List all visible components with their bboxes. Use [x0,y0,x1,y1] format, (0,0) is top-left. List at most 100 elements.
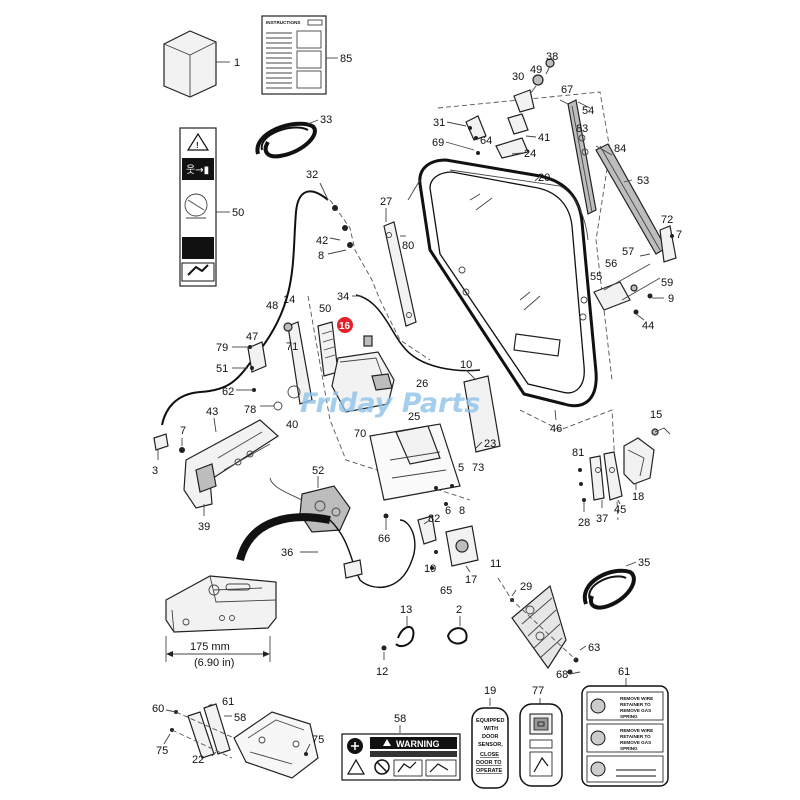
callout-23: 23 [484,438,496,450]
clip-13-illustration [381,616,415,660]
callout-29: 29 [520,581,532,593]
door-seal-46-leader [519,409,619,521]
callout-8-top: 8 [318,250,324,262]
callout-24: 24 [524,148,536,160]
callout-22: 22 [192,754,204,766]
callout-77: 77 [532,685,544,697]
callout-31: 31 [433,117,445,129]
callout-46: 46 [550,423,562,435]
callout-80: 80 [402,240,414,252]
decal-19-line5: CLOSE [480,752,499,758]
callout-57: 57 [622,246,634,258]
svg-text:!: ! [196,141,199,150]
callout-78: 78 [244,404,256,416]
decal-61-line2: RETAINER TO [620,702,651,707]
callout-33: 33 [320,114,332,126]
gas-spring-decal-61: REMOVE WIRE RETAINER TO REMOVE GAS SPRIN… [581,685,669,787]
decal-19-line7: OPERATE [476,768,503,774]
wiper-arm-54-illustration [559,99,597,215]
callout-75-right: 75 [312,734,324,746]
callout-58-decal: 58 [394,713,406,725]
callout-59: 59 [661,277,673,289]
decal-61-line1b: REMOVE WIRE [620,728,653,733]
callout-18: 18 [632,491,644,503]
decal-77 [519,703,563,787]
outer-handle-18-illustration [623,427,671,490]
door-inner-frame-illustration [307,295,501,519]
door-glass-20-illustration [407,91,613,408]
callout-1: 1 [234,57,240,69]
callout-3: 3 [152,465,158,477]
callout-7-right: 7 [676,229,682,241]
callout-42: 42 [316,235,328,247]
callout-38: 38 [546,51,558,63]
callout-50-latch: 50 [319,303,331,315]
callout-27: 27 [380,196,392,208]
decal-19-line6: DOOR TO [476,760,502,766]
decal-61-line4b: SPRING [620,746,638,751]
callout-65: 65 [440,585,452,597]
latch-bracket-illustration [165,575,277,633]
dimension-mm: 175 mm [190,641,230,653]
callout-2: 2 [456,604,462,616]
callout-5: 5 [458,462,464,474]
callout-9: 9 [668,293,674,305]
callout-73: 73 [472,462,484,474]
callout-63: 63 [588,642,600,654]
callout-47: 47 [246,331,258,343]
callout-48: 48 [266,300,278,312]
latch-assembly [232,321,395,413]
hinge-plate-27-illustration [383,208,417,327]
lock-17-illustration [417,515,479,573]
decal-61-line2b: RETAINER TO [620,734,651,739]
svg-text:웃→▮: 웃→▮ [186,164,209,176]
callout-49: 49 [530,64,542,76]
callout-69: 69 [432,137,444,149]
callout-28: 28 [578,517,590,529]
seal-35-illustration [582,561,637,610]
warning-decal-58: WARNING [341,733,461,781]
callout-16: 16 [339,321,351,332]
callout-41: 41 [538,132,550,144]
highlight-marker [337,317,353,333]
callout-71: 71 [286,341,298,353]
callout-14: 14 [283,294,295,306]
callout-50-decal: 50 [232,207,244,219]
callout-15: 15 [650,409,662,421]
callout-81: 81 [572,447,584,459]
cable-32-illustration [161,182,481,426]
callout-66: 66 [378,533,390,545]
warning-decal-heading: WARNING [396,739,440,749]
callout-11: 11 [490,558,501,570]
watermark-logo: Friday Parts [300,388,480,419]
callout-52: 52 [312,465,324,477]
callout-19-lock: 19 [424,563,436,575]
decal-19-line2: WITH [484,726,498,732]
callout-55: 55 [590,271,602,283]
callout-20: 20 [538,172,550,184]
callout-61-bracket: 61 [222,696,234,708]
callout-54: 54 [582,105,594,117]
callout-45: 45 [614,504,626,516]
callout-44: 44 [642,320,654,332]
callout-61-decal: 61 [618,666,630,678]
box-kit-illustration [163,30,230,98]
callout-6: 6 [445,505,451,517]
seal-33-illustration [255,119,319,159]
callout-56: 56 [605,258,617,270]
decal-61-line3b: REMOVE GAS [620,740,651,745]
handle-hardware-illustration [578,451,623,512]
right-hinge-assembly [593,225,677,315]
callout-58-bracket: 58 [234,712,246,724]
callout-13: 13 [400,604,412,616]
callout-34: 34 [337,291,349,303]
dimension-line [165,636,271,662]
decal-50-illustration: ! 웃→▮ [179,127,230,287]
instructions-sheet-title: INSTRUCTIONS [266,20,300,25]
clip-2-illustration [446,616,468,645]
dimension-inches: (6.90 in) [194,657,234,669]
callout-36: 36 [281,547,293,559]
inner-handle-39-illustration [183,417,279,516]
bracket-58-illustration [163,703,319,779]
